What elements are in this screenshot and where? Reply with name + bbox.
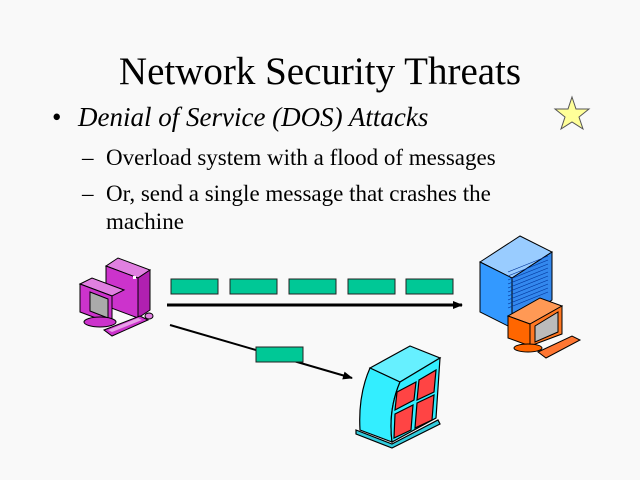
star-icon <box>553 95 591 131</box>
flood-packet <box>229 278 278 295</box>
main-bullet: • Denial of Service (DOS) Attacks <box>52 100 428 134</box>
dash-marker: – <box>82 181 94 206</box>
crashed-machine-icon <box>355 345 442 449</box>
sub-bullet-text-line2: machine <box>106 209 184 234</box>
dash-marker: – <box>82 145 94 170</box>
slide-title: Network Security Threats <box>118 50 522 93</box>
flood-packet <box>347 278 396 295</box>
sub-bullet-crash: – Or, send a single message that crashes… <box>82 180 491 236</box>
flood-packet <box>288 278 337 295</box>
flood-packets <box>170 278 454 295</box>
bullet-marker: • <box>52 102 62 132</box>
crash-packet <box>255 346 304 363</box>
target-server-icon <box>478 235 582 359</box>
flood-packet <box>405 278 454 295</box>
sub-bullet-text-line1: Or, send a single message that crashes t… <box>106 181 491 206</box>
bullet-text: Denial of Service (DOS) Attacks <box>78 102 429 132</box>
flood-packet <box>170 278 219 295</box>
attacker-computer-icon <box>78 257 154 337</box>
sub-bullet-text: Overload system with a flood of messages <box>106 145 496 170</box>
sub-bullet-flood: – Overload system with a flood of messag… <box>82 144 496 172</box>
